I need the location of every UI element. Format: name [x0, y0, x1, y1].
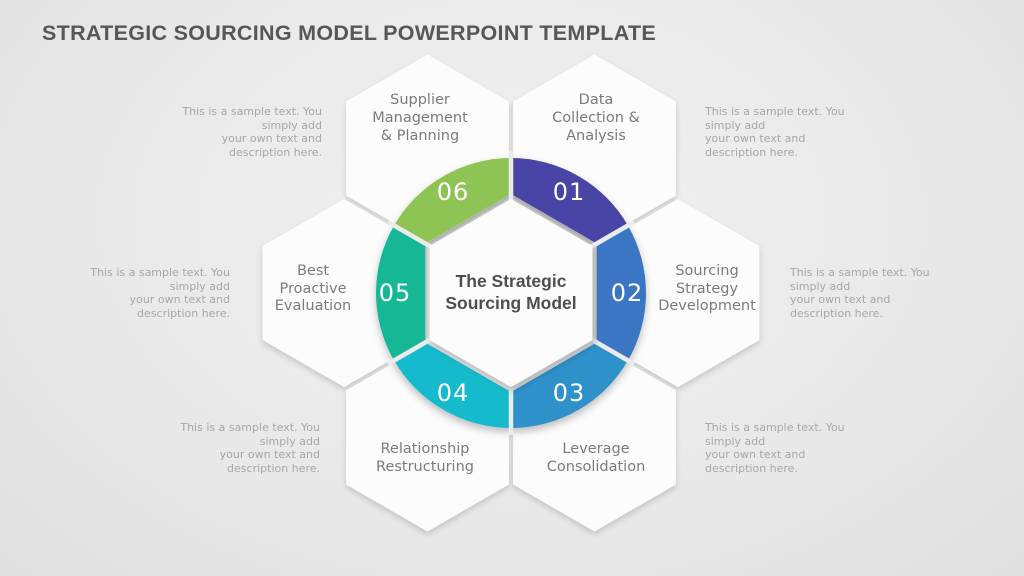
- sample-text-middle-right: This is a sample text. You simply add yo…: [790, 266, 930, 320]
- hexagon-label-best-proactive: Best Proactive Evaluation: [274, 263, 352, 314]
- sample-text-top-left: This is a sample text. You simply add yo…: [182, 105, 322, 159]
- ring-segment-01: [511, 158, 628, 244]
- step-number-02: 02: [610, 279, 644, 307]
- sample-text-top-right: This is a sample text. You simply add yo…: [705, 105, 845, 159]
- sample-text-bottom-right: This is a sample text. You simply add yo…: [705, 421, 845, 475]
- hexagon-center: [429, 199, 593, 387]
- sample-text-bottom-left: This is a sample text. You simply add yo…: [180, 421, 320, 475]
- hexagon-label-sourcing-strategy: Sourcing Strategy Development: [658, 263, 756, 314]
- ring-seam-lines: [386, 151, 636, 435]
- slide-title: STRATEGIC SOURCING MODEL POWERPOINT TEMP…: [42, 21, 657, 45]
- step-number-01: 01: [552, 178, 586, 206]
- hexagon-label-relationship-restructuring: Relationship Restructuring: [376, 441, 474, 475]
- ring-segment-04: [394, 342, 511, 428]
- step-number-06: 06: [436, 178, 470, 206]
- ring-segment-06: [394, 158, 511, 244]
- ring-segment-02: [596, 225, 646, 361]
- ring-segments: [376, 158, 646, 428]
- hexagon-label-leverage-consolidation: Leverage Consolidation: [546, 441, 646, 475]
- center-title: The Strategic Sourcing Model: [445, 271, 577, 313]
- sample-text-middle-left: This is a sample text. You simply add yo…: [90, 266, 230, 320]
- hexagon-label-data-collection: Data Collection & Analysis: [552, 92, 640, 144]
- step-number-05: 05: [378, 279, 412, 307]
- ring-segment-03: [511, 342, 628, 428]
- step-number-03: 03: [552, 379, 586, 407]
- hexagon-label-supplier-management: Supplier Management & Planning: [372, 92, 468, 144]
- ring-segment-05: [376, 225, 426, 361]
- step-number-04: 04: [436, 379, 470, 407]
